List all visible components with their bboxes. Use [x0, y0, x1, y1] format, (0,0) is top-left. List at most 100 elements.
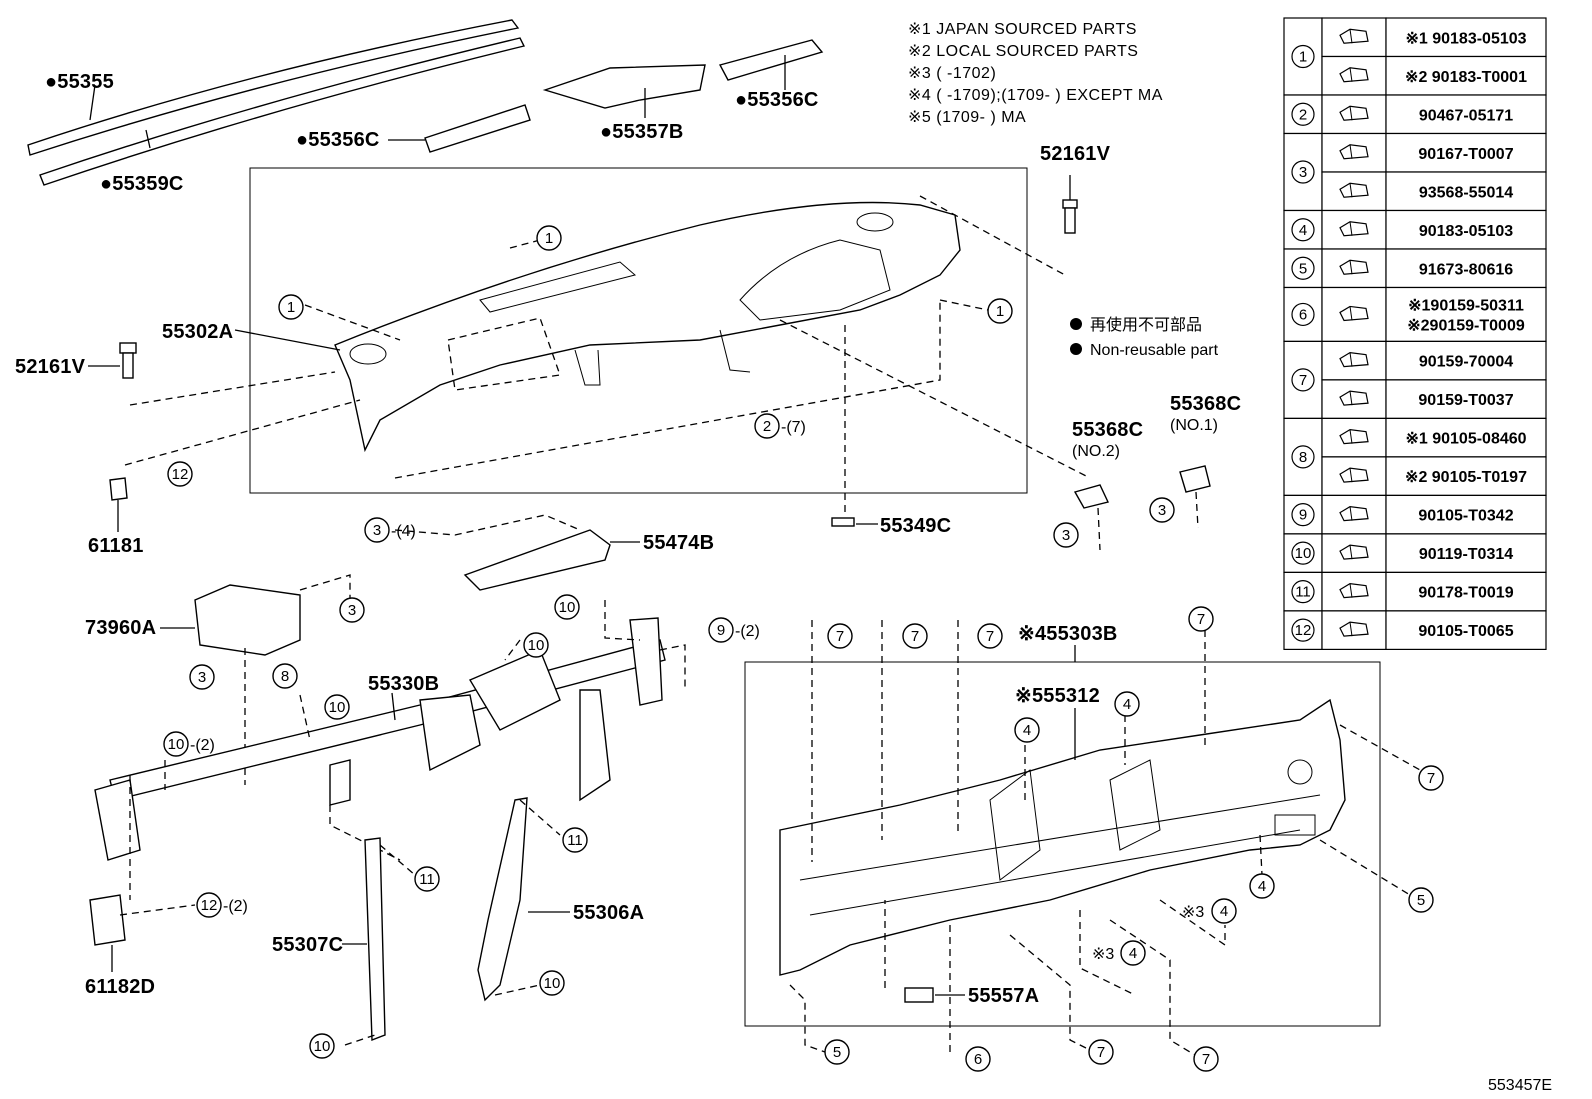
table-num-label: 8 — [1299, 449, 1307, 466]
part-number: 90167-T0007 — [1418, 146, 1513, 163]
callout-3[interactable]: 3 — [1149, 497, 1175, 523]
label-55359c[interactable]: ●55359C — [100, 173, 184, 195]
callout-1[interactable]: 1 — [536, 225, 562, 251]
label-73960a[interactable]: 73960A — [85, 617, 156, 639]
callout-4[interactable]: 4 — [1249, 873, 1275, 899]
callout-10[interactable]: 10 — [163, 731, 189, 757]
callout-suffix-3-4: -(4) — [391, 523, 416, 540]
callout-4[interactable]: 4 — [1211, 898, 1237, 924]
table-code-cell — [1385, 171, 1547, 212]
label-55349c[interactable]: 55349C — [880, 515, 951, 537]
callout-7[interactable]: 7 — [1188, 606, 1214, 632]
callout-3[interactable]: 3 — [189, 664, 215, 690]
callout-12[interactable]: 12 — [167, 461, 193, 487]
callout-11[interactable]: 11 — [562, 827, 588, 853]
callout-10[interactable]: 10 — [554, 594, 580, 620]
svg-text:7: 7 — [1197, 611, 1205, 628]
table-group-6[interactable]: 6※190159-50311※290159-T0009 — [1283, 286, 1547, 343]
fastener-icon — [1339, 506, 1369, 522]
fastener-icon — [1339, 105, 1369, 121]
label-55307c[interactable]: 55307C — [272, 934, 343, 956]
drawing-id: 553457E — [1488, 1077, 1552, 1094]
callout-4[interactable]: 4 — [1120, 940, 1146, 966]
label-55306a[interactable]: 55306A — [573, 902, 644, 924]
part-number: 90159-T0037 — [1418, 392, 1513, 409]
label-55355[interactable]: ●55355 — [45, 71, 114, 93]
label-52161v-left[interactable]: 52161V — [15, 356, 86, 378]
callout-10[interactable]: 10 — [523, 632, 549, 658]
label-55302a[interactable]: 55302A — [162, 321, 233, 343]
svg-text:12: 12 — [201, 897, 218, 914]
callout-1[interactable]: 1 — [278, 294, 304, 320]
label-55303b[interactable]: ※455303B — [1018, 623, 1118, 645]
callout-7[interactable]: 7 — [827, 623, 853, 649]
label-55474b[interactable]: 55474B — [643, 532, 714, 554]
callout-11[interactable]: 11 — [414, 866, 440, 892]
callout-3[interactable]: 3 — [364, 517, 390, 543]
callout-10[interactable]: 10 — [324, 694, 350, 720]
brace-55307c — [342, 837, 416, 1046]
label-55357b[interactable]: ●55357B — [600, 121, 684, 143]
label-55368c-no2[interactable]: 55368C — [1072, 419, 1143, 441]
label-52161v-top[interactable]: 52161V — [1040, 143, 1111, 165]
callout-5[interactable]: 5 — [824, 1039, 850, 1065]
table-code-cell — [1385, 610, 1547, 651]
fastener-icon — [1339, 544, 1369, 560]
callout-7[interactable]: 7 — [977, 623, 1003, 649]
callout-suffix-9-2: -(2) — [735, 623, 760, 640]
note-mark-x3-a: ※3 — [1182, 904, 1204, 921]
table-num-label: 9 — [1299, 507, 1307, 524]
part-number: 90119-T0314 — [1419, 546, 1513, 563]
table-code-cell — [1385, 248, 1547, 289]
label-61182d[interactable]: 61182D — [85, 976, 155, 998]
callout-4[interactable]: 4 — [1014, 717, 1040, 743]
callouts: 1 1 1 2 12 3 3 3 3 3 8 10 10 10 10 9 11 … — [163, 225, 1444, 1072]
label-61181[interactable]: 61181 — [88, 535, 144, 557]
callout-1[interactable]: 1 — [987, 298, 1013, 324]
table-num-label: 6 — [1299, 306, 1307, 323]
callout-10[interactable]: 10 — [539, 970, 565, 996]
callout-7[interactable]: 7 — [902, 623, 928, 649]
callout-10[interactable]: 10 — [309, 1033, 335, 1059]
note-2: ※2 LOCAL SOURCED PARTS — [908, 43, 1138, 60]
table-code-cell — [1385, 456, 1547, 496]
callout-8[interactable]: 8 — [272, 663, 298, 689]
callout-3[interactable]: 3 — [1053, 522, 1079, 548]
table-group-1[interactable]: 1※1 90183-05103※2 90183-T0001 — [1283, 17, 1547, 96]
callout-7[interactable]: 7 — [1193, 1046, 1219, 1072]
callout-2[interactable]: 2 — [754, 413, 780, 439]
beam-55330b — [94, 617, 666, 861]
callout-5[interactable]: 5 — [1408, 887, 1434, 913]
label-55368c-no1[interactable]: 55368C — [1170, 393, 1241, 415]
clip-55368c-no2 — [1073, 484, 1109, 551]
callout-6[interactable]: 6 — [965, 1046, 991, 1072]
label-55356c-b[interactable]: ●55356C — [296, 129, 380, 151]
nonreusable-dot-icon — [1070, 343, 1082, 355]
callout-4[interactable]: 4 — [1114, 691, 1140, 717]
label-55312[interactable]: ※555312 — [1015, 685, 1100, 707]
label-55356c-a[interactable]: ●55356C — [735, 89, 819, 111]
brace-55306a — [477, 797, 570, 1002]
callout-3[interactable]: 3 — [339, 597, 365, 623]
label-55557a[interactable]: 55557A — [968, 985, 1039, 1007]
label-55330b[interactable]: 55330B — [368, 673, 439, 695]
table-group-8[interactable]: 8※1 90105-08460※2 90105-T0197 — [1283, 417, 1547, 496]
molding-strips — [27, 19, 526, 186]
svg-text:3: 3 — [1062, 527, 1070, 544]
callout-9[interactable]: 9 — [708, 617, 734, 643]
callout-7[interactable]: 7 — [1088, 1039, 1114, 1065]
callout-7[interactable]: 7 — [1418, 765, 1444, 791]
fastener-icon — [1339, 467, 1369, 483]
clip-55368c-no1 — [1179, 465, 1211, 529]
callout-12[interactable]: 12 — [196, 892, 222, 918]
